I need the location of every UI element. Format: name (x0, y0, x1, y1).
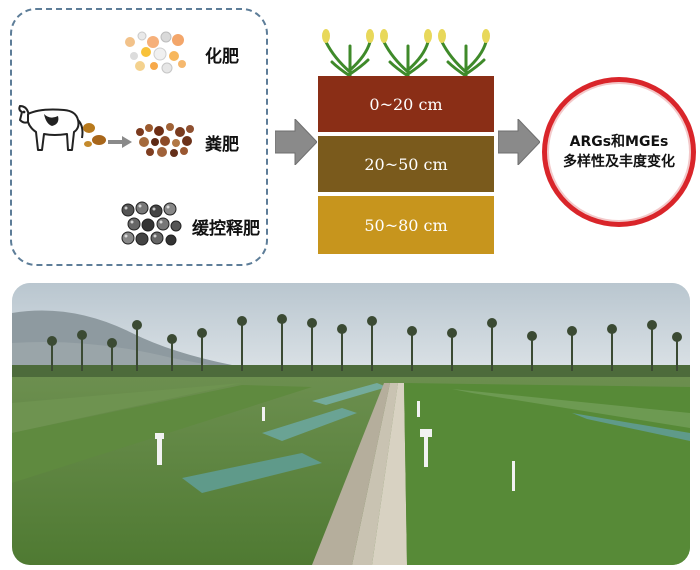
arrow-right-icon (498, 119, 540, 165)
rice-plants-icon (322, 29, 490, 78)
fertilizer-panel (10, 8, 268, 266)
outcome-line-1: ARGs和MGEs (569, 134, 669, 150)
field-photo (12, 283, 690, 565)
manure-label: 粪肥 (205, 135, 239, 155)
small-arrow-icon (108, 136, 132, 148)
arrow-right-icon (275, 119, 317, 165)
slow-release-fertilizer-icon (121, 201, 182, 246)
cow-icon (18, 105, 84, 151)
soil-layer-3: 50~80 cm (318, 196, 494, 254)
soil-layer-2: 20~50 cm (318, 136, 494, 192)
manure-droppings-icon (83, 123, 106, 147)
outcome-circle: ARGs和MGEs 多样性及丰度变化 (542, 77, 696, 227)
chemical-fertilizer-icon (125, 31, 186, 74)
slow-release-fertilizer-label: 缓控释肥 (192, 219, 260, 239)
manure-pile-icon (136, 123, 194, 157)
chemical-fertilizer-label: 化肥 (205, 47, 239, 67)
outcome-line-2: 多样性及丰度变化 (563, 154, 675, 170)
soil-layer-1: 0~20 cm (318, 76, 494, 132)
